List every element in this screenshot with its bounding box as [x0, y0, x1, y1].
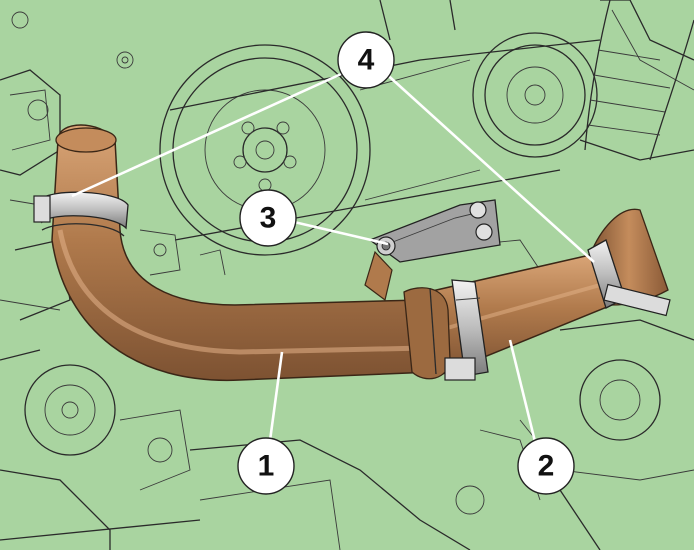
callout-2: 2 [517, 437, 575, 495]
callout-4: 4 [337, 31, 395, 89]
callout-4-label: 4 [358, 44, 375, 77]
callout-3: 3 [239, 189, 297, 247]
callout-1-label: 1 [258, 450, 275, 483]
leader-lines [71, 68, 595, 471]
callout-3-label: 3 [260, 202, 277, 235]
clamp-right [587, 239, 671, 317]
clamp-left [33, 191, 129, 237]
hose-1 [51, 124, 433, 382]
callout-1: 1 [237, 437, 295, 495]
clamp-middle [444, 279, 489, 381]
callout-2-label: 2 [538, 450, 555, 483]
bracket [364, 199, 501, 302]
